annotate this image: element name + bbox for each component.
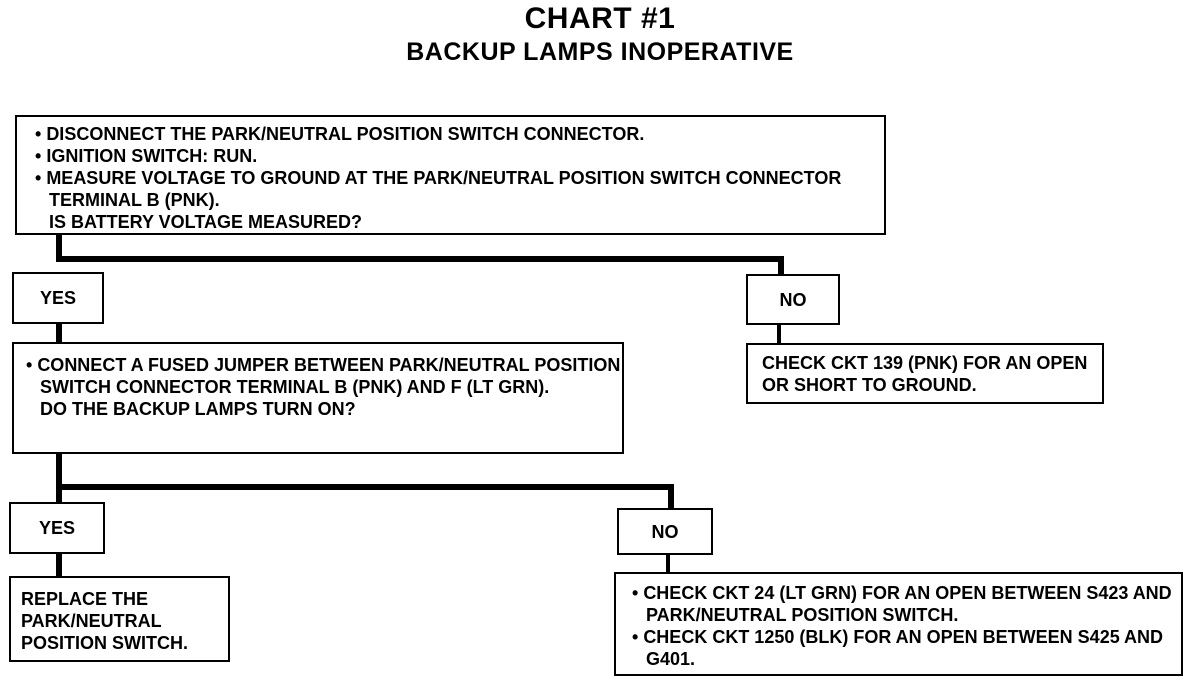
step2-yes-result-text: REPLACE THE PARK/NEUTRAL POSITION SWITCH… [21, 589, 189, 653]
connector-line [668, 484, 674, 510]
step2-no-bullet-text: CHECK CKT 1250 (BLK) FOR AN OPEN BETWEEN… [643, 627, 1164, 669]
step1-yes-label: YES [12, 272, 104, 324]
step2-no-bullet: • CHECK CKT 1250 (BLK) FOR AN OPEN BETWE… [632, 627, 1164, 669]
connector-line [778, 256, 784, 274]
connector-line [56, 234, 62, 262]
step2-no-result-box: • CHECK CKT 24 (LT GRN) FOR AN OPEN BETW… [614, 572, 1183, 676]
chart-subtitle: BACKUP LAMPS INOPERATIVE [406, 38, 794, 66]
step2-box: • CONNECT A FUSED JUMPER BETWEEN PARK/NE… [12, 342, 624, 454]
step2-yes-result-box: REPLACE THE PARK/NEUTRAL POSITION SWITCH… [9, 576, 230, 662]
step2-bullet-text: CONNECT A FUSED JUMPER BETWEEN PARK/NEUT… [37, 355, 621, 397]
step1-no-result-text: CHECK CKT 139 (PNK) FOR AN OPEN OR SHORT… [762, 353, 1088, 395]
step1-no-label: NO [746, 274, 840, 325]
step1-bullet-text: MEASURE VOLTAGE TO GROUND AT THE PARK/NE… [46, 168, 842, 210]
step2-yes-label: YES [9, 502, 105, 554]
chart-title: CHART #1 [524, 2, 676, 35]
step2-no-label: NO [617, 508, 713, 555]
step1-bullet: • IGNITION SWITCH: RUN. [35, 146, 258, 166]
connector-line [56, 453, 62, 503]
connector-line [777, 323, 781, 345]
step2-bullet: • CONNECT A FUSED JUMPER BETWEEN PARK/NE… [26, 355, 621, 397]
step1-bullet: • DISCONNECT THE PARK/NEUTRAL POSITION S… [35, 124, 645, 144]
step2-no-bullet-text: CHECK CKT 24 (LT GRN) FOR AN OPEN BETWEE… [643, 583, 1172, 625]
connector-line [666, 553, 670, 573]
step1-box: • DISCONNECT THE PARK/NEUTRAL POSITION S… [15, 115, 886, 235]
step2-no-bullet: • CHECK CKT 24 (LT GRN) FOR AN OPEN BETW… [632, 583, 1172, 625]
step1-question: IS BATTERY VOLTAGE MEASURED? [49, 212, 363, 232]
step1-no-result-box: CHECK CKT 139 (PNK) FOR AN OPEN OR SHORT… [746, 343, 1104, 404]
step1-bullet-text: IGNITION SWITCH: RUN. [46, 146, 258, 166]
connector-line [56, 484, 674, 490]
step1-bullet: • MEASURE VOLTAGE TO GROUND AT THE PARK/… [35, 168, 842, 210]
connector-line [56, 552, 62, 578]
connector-line [56, 256, 784, 262]
step1-bullet-text: DISCONNECT THE PARK/NEUTRAL POSITION SWI… [46, 124, 645, 144]
connector-line [56, 322, 62, 344]
step2-question: DO THE BACKUP LAMPS TURN ON? [40, 399, 356, 419]
